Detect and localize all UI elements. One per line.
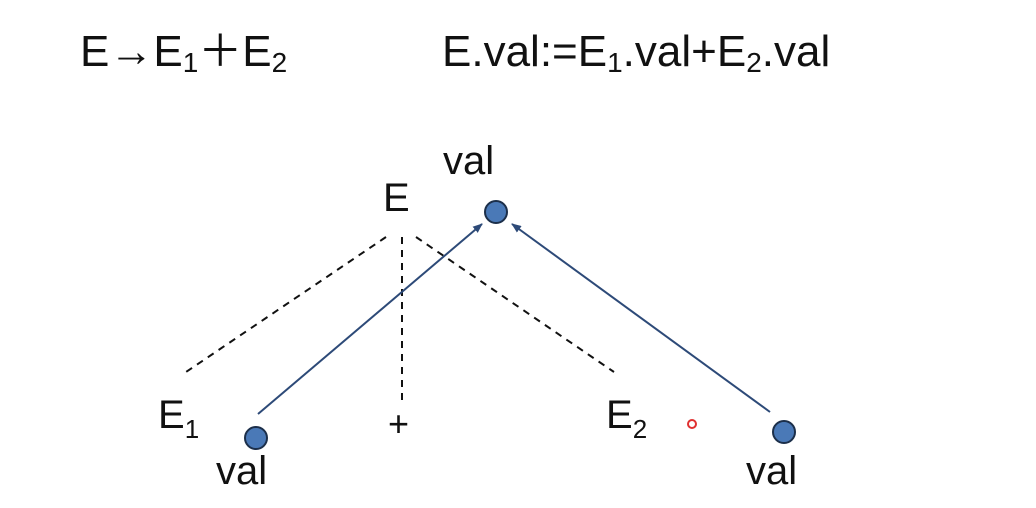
production-e1-subscript: 1 — [182, 47, 199, 78]
header: E→E1＋E2 E.val:=E1.val+E2.val — [0, 22, 1036, 92]
rule-subscript-2: 2 — [746, 47, 762, 78]
rule-middle: .val+E — [622, 27, 747, 76]
production-plus: ＋ — [198, 27, 243, 76]
dependency-arrow-e2-val-to-e-val — [511, 223, 771, 413]
e2-val-label: val — [746, 449, 797, 493]
dependency-arrow-e1-val-to-e-val — [257, 223, 483, 415]
e1-val-label: val — [216, 449, 267, 493]
rule-tail: .val — [761, 27, 831, 76]
production-e1: E — [153, 27, 183, 76]
production-e2-subscript: 2 — [271, 47, 288, 78]
e1-subscript: 1 — [185, 414, 199, 444]
rule-lhs: E.val:=E — [442, 27, 608, 76]
root-node-label: E — [383, 176, 410, 220]
production-arrow: → — [109, 27, 154, 76]
e1-val-node — [244, 426, 268, 450]
e2-node-label: E2 — [606, 393, 647, 444]
production-lhs: E — [80, 27, 110, 76]
pointer-dot — [687, 419, 697, 429]
e2-subscript: 2 — [633, 414, 647, 444]
rule-subscript-1: 1 — [607, 47, 623, 78]
e2-letter: E — [606, 393, 633, 437]
e2-val-node — [772, 420, 796, 444]
root-val-node — [484, 200, 508, 224]
tree-edge-root-to-e2 — [415, 236, 615, 373]
production-formula: E→E1＋E2 — [80, 22, 287, 87]
e1-letter: E — [158, 393, 185, 437]
production-e2: E — [242, 27, 272, 76]
plus-node-label: + — [388, 403, 409, 444]
tree-edge-root-to-e1 — [185, 236, 387, 373]
root-val-label: val — [443, 139, 494, 183]
e1-node-label: E1 — [158, 393, 199, 444]
semantic-rule-formula: E.val:=E1.val+E2.val — [442, 22, 830, 87]
